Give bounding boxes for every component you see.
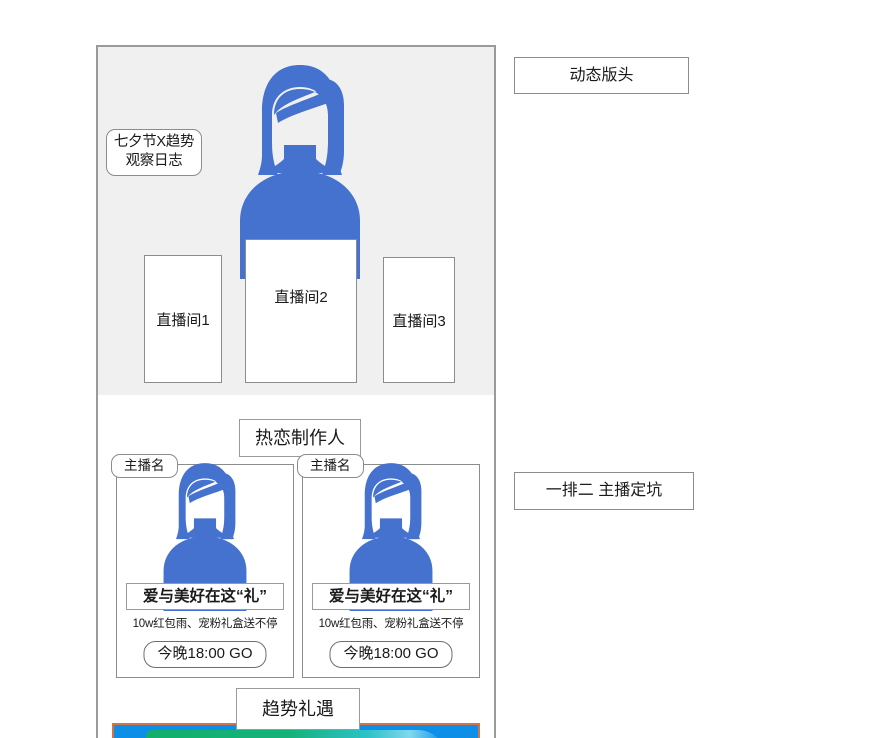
section-label-hot-love-producer-text: 热恋制作人: [255, 428, 345, 448]
anchor-card-2[interactable]: 主播名 爱与美好在这“礼” 10w红包雨、宠粉礼盒送不停 今晚18:00 GO: [297, 454, 480, 678]
live-room-label-1: 直播间1: [156, 311, 210, 329]
annotation-anchor-slots-text: 一排二 主播定坑: [545, 482, 663, 499]
anchor-subtitle-2: 10w红包雨、宠粉礼盒送不停: [318, 618, 464, 630]
live-room-slot-1[interactable]: 直播间1: [144, 255, 222, 383]
anchor-name-badge-1: 主播名: [111, 454, 178, 478]
anchor-subtitle-1: 10w红包雨、宠粉礼盒送不停: [132, 618, 278, 630]
anchor-name-text-2: 主播名: [310, 458, 351, 473]
anchor-cta-text-1: 今晚18:00 GO: [157, 645, 253, 662]
hero-callout-line2: 观察日志: [125, 153, 183, 169]
anchor-name-badge-2: 主播名: [297, 454, 364, 478]
section-label-hot-love-producer: 热恋制作人: [239, 419, 361, 457]
anchor-headline-text-1: 爱与美好在这“礼”: [142, 588, 267, 605]
anchor-cta-button-1[interactable]: 今晚18:00 GO: [143, 641, 267, 668]
anchor-name-text-1: 主播名: [124, 458, 165, 473]
annotation-anchor-slots: 一排二 主播定坑: [514, 472, 694, 510]
anchor-cta-text-2: 今晚18:00 GO: [343, 645, 439, 662]
live-room-slot-3[interactable]: 直播间3: [383, 257, 455, 383]
hero-callout-line1: 七夕节X趋势: [113, 134, 195, 150]
live-room-label-3: 直播间3: [392, 312, 446, 330]
phone-mockup-frame: 七夕节X趋势 观察日志 直播间1 直播间2 直播间3 热恋制作人: [96, 45, 496, 738]
anchor-headline-2: 爱与美好在这“礼”: [312, 583, 470, 610]
anchor-headline-text-2: 爱与美好在这“礼”: [328, 588, 453, 605]
annotation-dynamic-header-text: 动态版头: [569, 67, 634, 84]
anchor-card-1[interactable]: 主播名 爱与美好在这“礼” 10w红包雨、宠粉礼盒送不停 今晚18:00 GO: [111, 454, 294, 678]
anchor-headline-1: 爱与美好在这“礼”: [126, 583, 284, 610]
hero-callout-badge: 七夕节X趋势 观察日志: [106, 129, 202, 176]
section-label-trend-gift-text: 趋势礼遇: [262, 699, 334, 719]
section-label-trend-gift: 趋势礼遇: [236, 688, 360, 730]
hero-banner: 七夕节X趋势 观察日志 直播间1 直播间2 直播间3: [98, 47, 494, 395]
anchor-cta-button-2[interactable]: 今晚18:00 GO: [329, 641, 453, 668]
live-room-slot-2[interactable]: 直播间2: [245, 239, 357, 383]
live-room-label-2: 直播间2: [274, 289, 328, 306]
annotation-dynamic-header: 动态版头: [514, 57, 689, 94]
trend-gift-banner-gradient: [146, 730, 446, 738]
